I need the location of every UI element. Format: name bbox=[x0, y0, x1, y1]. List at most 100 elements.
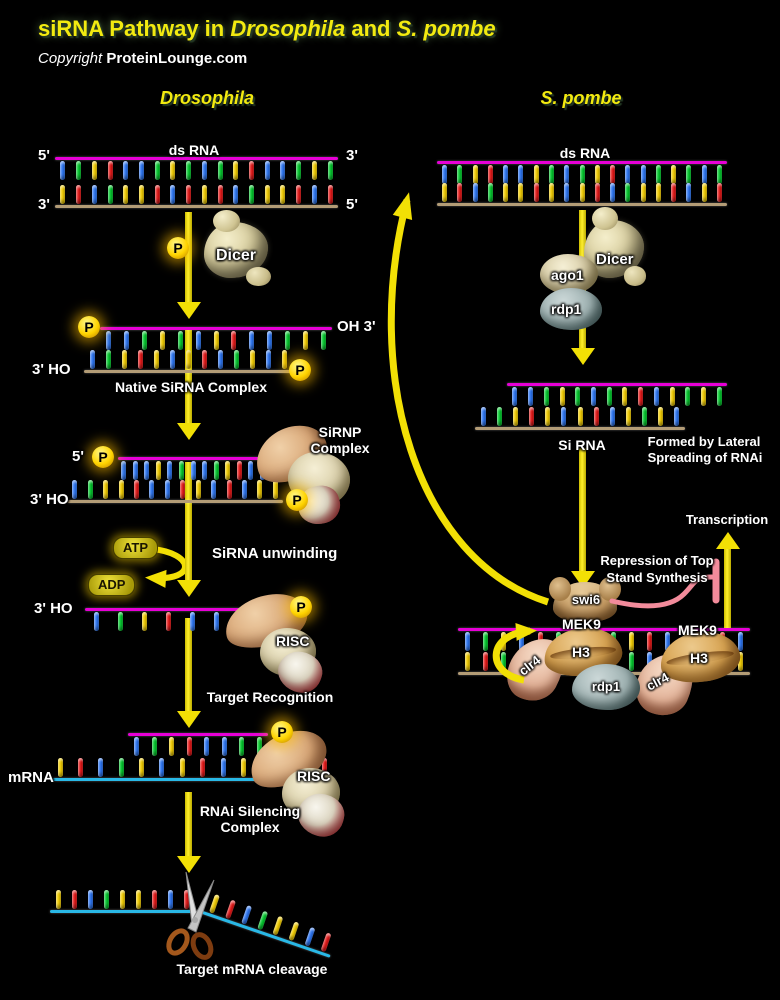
sirnp-complex-label-line2: Complex bbox=[310, 440, 370, 456]
copyright-brand: ProteinLounge.com bbox=[106, 50, 248, 67]
nucleotide-base bbox=[716, 387, 722, 406]
nucleotide-base bbox=[594, 165, 600, 184]
nucleotide-base bbox=[716, 165, 722, 184]
nucleotide-base bbox=[518, 183, 524, 202]
nucleotide-base bbox=[701, 165, 707, 184]
nucleotide-base bbox=[168, 890, 174, 909]
nucleotide-base bbox=[139, 758, 145, 777]
dicer-label: Dicer bbox=[216, 247, 257, 264]
nucleotide-base bbox=[548, 165, 554, 184]
nucleotide-base bbox=[166, 612, 172, 631]
nucleotide-base bbox=[482, 632, 488, 651]
nucleotide-base bbox=[487, 183, 493, 202]
nucleotide-base bbox=[151, 737, 157, 756]
nucleotide-base bbox=[107, 185, 113, 204]
nucleotide-base bbox=[472, 165, 478, 184]
arrow-unwinding bbox=[185, 462, 192, 580]
nucleotide-base bbox=[226, 480, 232, 499]
nucleotide-base bbox=[685, 387, 691, 406]
nucleotide-base bbox=[154, 185, 160, 204]
nucleotide-base bbox=[249, 350, 255, 369]
phosphate-marker: P bbox=[92, 446, 114, 468]
arrow-to-swi6 bbox=[579, 448, 586, 571]
nucleotide-base bbox=[472, 183, 478, 202]
nucleotide-base bbox=[71, 890, 77, 909]
nucleotide-base bbox=[280, 161, 286, 180]
nucleotide-base bbox=[638, 387, 644, 406]
phosphate-marker: P bbox=[290, 596, 312, 618]
column-header-drosophila: Drosophila bbox=[159, 88, 255, 108]
nucleotide-base bbox=[686, 183, 692, 202]
nucleotide-base bbox=[529, 407, 535, 426]
si-rna-label: Si RNA bbox=[558, 437, 606, 453]
nucleotide-base bbox=[213, 461, 219, 480]
nucleotide-base bbox=[87, 890, 93, 909]
rnai-silencing-label-line1: RNAi Silencing bbox=[199, 803, 301, 819]
nucleotide-base bbox=[320, 331, 326, 350]
transcription-label: Transcription bbox=[685, 512, 769, 527]
nucleotide-base bbox=[533, 183, 539, 202]
swi6-label: swi6 bbox=[571, 592, 601, 607]
three-prime-label: 3' bbox=[38, 196, 50, 213]
nucleotide-base bbox=[217, 350, 223, 369]
dros-dsrna-label: ds RNA bbox=[168, 142, 220, 158]
nucleotide-base bbox=[640, 165, 646, 184]
nucleotide-base bbox=[233, 350, 239, 369]
nucleotide-base bbox=[674, 407, 680, 426]
nucleotide-base bbox=[590, 387, 596, 406]
nucleotide-base bbox=[169, 350, 175, 369]
nucleotide-base bbox=[533, 165, 539, 184]
nucleotide-base bbox=[577, 407, 583, 426]
nucleotide-base bbox=[195, 480, 201, 499]
nucleotide-base bbox=[123, 161, 129, 180]
nucleotide-base bbox=[609, 407, 615, 426]
nucleotide-base bbox=[442, 165, 448, 184]
phosphate-marker: P bbox=[167, 237, 189, 259]
nucleotide-base bbox=[257, 480, 263, 499]
three-prime-label: 3' bbox=[346, 147, 358, 164]
nucleotide-base bbox=[464, 652, 470, 671]
nucleotide-base bbox=[272, 915, 284, 936]
title-species-pombe: S. pombe bbox=[396, 16, 496, 41]
nucleotide-base bbox=[265, 350, 271, 369]
nucleotide-base bbox=[700, 387, 706, 406]
pombe-sirna-bottom-strand bbox=[475, 404, 685, 430]
nucleotide-base bbox=[327, 185, 333, 204]
rnai-silencing-label-line2: Complex bbox=[220, 819, 280, 835]
nucleotide-base bbox=[738, 632, 744, 651]
nucleotide-base bbox=[236, 461, 242, 480]
strand-backbone bbox=[85, 608, 300, 611]
nucleotide-base bbox=[200, 758, 206, 777]
nucleotide-base bbox=[701, 183, 707, 202]
nucleotide-base bbox=[564, 165, 570, 184]
nucleotide-base bbox=[201, 161, 207, 180]
nucleotide-base bbox=[132, 461, 138, 480]
rdp1-protein-bottom bbox=[572, 664, 640, 710]
nucleotide-base bbox=[655, 183, 661, 202]
nucleotide-base bbox=[625, 165, 631, 184]
nucleotide-base bbox=[280, 185, 286, 204]
nucleotide-base bbox=[610, 183, 616, 202]
nucleotide-base bbox=[120, 890, 125, 909]
nucleotide-base bbox=[545, 407, 551, 426]
nucleotide-base bbox=[55, 890, 61, 909]
nucleotide-base bbox=[98, 758, 104, 777]
nucleotide-base bbox=[503, 183, 509, 202]
nucleotide-base bbox=[213, 331, 219, 350]
arrow-cleavage bbox=[185, 792, 192, 856]
nucleotide-base bbox=[671, 183, 677, 202]
nucleotide-base bbox=[190, 612, 195, 631]
nucleotide-base bbox=[213, 612, 219, 631]
nucleotide-base bbox=[564, 183, 570, 202]
nucleotide-base bbox=[118, 480, 124, 499]
cleaved-mrna-right bbox=[202, 889, 338, 958]
nucleotide-base bbox=[87, 480, 93, 499]
nucleotide-base bbox=[185, 350, 191, 369]
ago1-label: ago1 bbox=[551, 267, 584, 283]
nucleotide-base bbox=[738, 652, 744, 671]
risc-label: RISC bbox=[276, 633, 310, 649]
nucleotide-base bbox=[464, 632, 470, 651]
title-species-drosophila: Drosophila bbox=[230, 16, 346, 41]
nucleotide-base bbox=[57, 758, 63, 777]
nucleotide-base bbox=[142, 612, 148, 631]
